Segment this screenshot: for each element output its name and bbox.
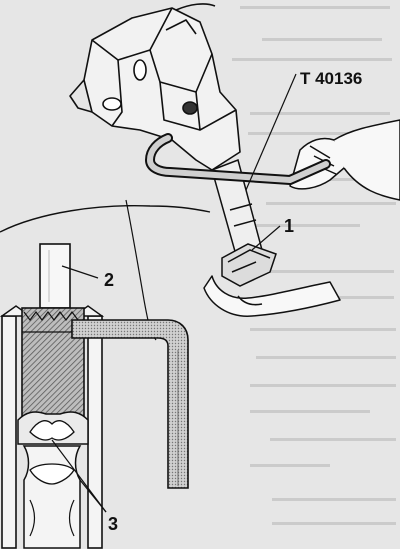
leader-lines bbox=[51, 73, 297, 513]
label-part-2: 2 bbox=[104, 270, 114, 290]
detail-leader bbox=[125, 199, 157, 341]
tool-part-1 bbox=[221, 243, 277, 287]
label-part-1: 1 bbox=[284, 216, 294, 236]
strut-mount-bracket bbox=[69, 3, 241, 171]
label-part-3: 3 bbox=[108, 514, 118, 534]
tool-t40136-rod bbox=[145, 133, 331, 185]
hand-lower bbox=[203, 275, 341, 317]
detail-circle-outline bbox=[0, 205, 211, 233]
detail-section bbox=[0, 243, 189, 549]
label-tool-t40136: T 40136 bbox=[300, 69, 362, 88]
